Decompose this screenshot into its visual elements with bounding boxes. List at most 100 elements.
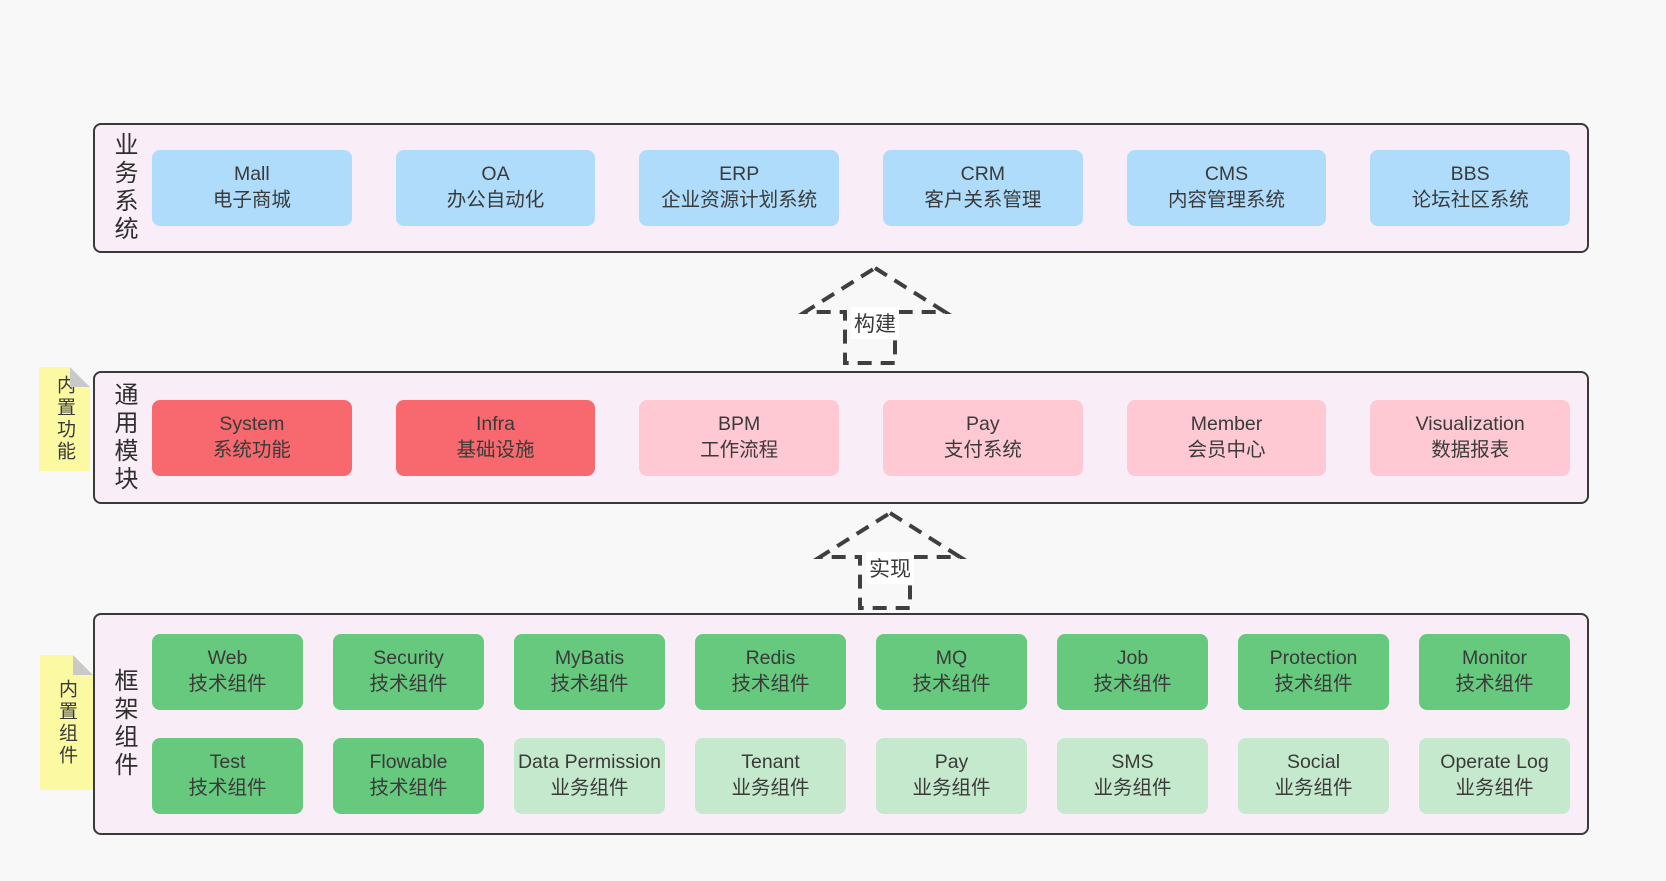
component-box: Tenant 业务组件 bbox=[695, 738, 846, 814]
note-fold-icon bbox=[73, 655, 93, 675]
box-name: BBS bbox=[1450, 163, 1490, 186]
component-box: MyBatis 技术组件 bbox=[514, 634, 665, 710]
box-name: Data Permission bbox=[517, 751, 662, 774]
business-systems-row: Mall 电子商城 OA 办公自动化 ERP 企业资源计划系统 CRM 客户关系… bbox=[152, 125, 1587, 251]
box-desc: 业务组件 bbox=[1274, 777, 1353, 799]
up-arrow-icon bbox=[798, 265, 952, 365]
build-arrow: 构建 bbox=[795, 263, 955, 367]
box-name: Social bbox=[1286, 751, 1341, 774]
component-box: Redis 技术组件 bbox=[695, 634, 846, 710]
component-box: MQ 技术组件 bbox=[876, 634, 1027, 710]
box-desc: 论坛社区系统 bbox=[1411, 189, 1529, 211]
sticky-note-builtin-features: 内置功能 bbox=[39, 367, 90, 471]
box-desc: 办公自动化 bbox=[446, 189, 545, 211]
implement-arrow: 实现 bbox=[810, 508, 970, 612]
box-desc: 数据报表 bbox=[1431, 438, 1510, 461]
component-box: Monitor 技术组件 bbox=[1419, 634, 1570, 710]
box-name: CMS bbox=[1204, 163, 1249, 186]
box-name: Monitor bbox=[1461, 647, 1528, 670]
note-label: 内置组件 bbox=[56, 678, 77, 767]
module-box: Member 会员中心 bbox=[1126, 399, 1327, 476]
implement-arrow-label: 实现 bbox=[866, 552, 914, 584]
framework-row-1: Web 技术组件 Security 技术组件 MyBatis 技术组件 bbox=[152, 634, 1570, 710]
component-box: Protection 技术组件 bbox=[1238, 634, 1389, 710]
common-modules-row: System 系统功能 Infra 基础设施 BPM 工作流程 Pay 支付系统 bbox=[152, 373, 1587, 502]
panel-label-modules: 通用模块 bbox=[110, 381, 137, 494]
box-desc: 技术组件 bbox=[188, 673, 267, 695]
note-fold-icon bbox=[70, 367, 90, 387]
system-box: CRM 客户关系管理 bbox=[883, 150, 1083, 226]
box-name: Pay bbox=[934, 751, 969, 774]
panel-label-framework: 框架组件 bbox=[110, 668, 137, 780]
system-box: CMS 内容管理系统 bbox=[1126, 150, 1327, 226]
box-desc: 技术组件 bbox=[550, 673, 629, 695]
box-name: Redis bbox=[745, 647, 796, 670]
note-label: 内置功能 bbox=[54, 375, 75, 463]
box-desc: 系统功能 bbox=[212, 438, 291, 461]
box-name: MQ bbox=[935, 647, 968, 670]
sticky-note-builtin-components: 内置组件 bbox=[40, 655, 93, 790]
box-desc: 工作流程 bbox=[700, 438, 779, 461]
box-name: CRM bbox=[960, 163, 1006, 186]
panel-label-business: 业务系统 bbox=[110, 132, 137, 244]
box-name: Web bbox=[207, 647, 248, 670]
box-desc: 技术组件 bbox=[369, 777, 448, 799]
system-box: BBS 论坛社区系统 bbox=[1370, 150, 1571, 226]
system-box: Mall 电子商城 bbox=[152, 150, 352, 226]
box-desc: 业务组件 bbox=[731, 777, 810, 799]
box-name: Tenant bbox=[741, 751, 800, 774]
component-box: Operate Log 业务组件 bbox=[1419, 738, 1570, 814]
component-box: SMS 业务组件 bbox=[1057, 738, 1208, 814]
framework-components-panel: 框架组件 Web 技术组件 Security 技术组件 MyBatis bbox=[93, 613, 1589, 835]
box-desc: 业务组件 bbox=[1455, 777, 1534, 799]
box-name: Operate Log bbox=[1440, 751, 1549, 774]
box-desc: 支付系统 bbox=[943, 438, 1022, 461]
box-desc: 技术组件 bbox=[1093, 673, 1172, 695]
box-name: BPM bbox=[718, 412, 761, 435]
component-box: Test 技术组件 bbox=[152, 738, 303, 814]
box-name: Flowable bbox=[369, 751, 448, 774]
system-box: ERP 企业资源计划系统 bbox=[639, 150, 840, 226]
box-desc: 电子商城 bbox=[212, 189, 291, 211]
business-systems-panel: 业务系统 Mall 电子商城 OA 办公自动化 ERP 企业资源计划系统 bbox=[93, 123, 1589, 253]
box-desc: 技术组件 bbox=[369, 673, 448, 695]
component-box: Social 业务组件 bbox=[1238, 738, 1389, 814]
box-desc: 业务组件 bbox=[912, 777, 991, 799]
box-desc: 业务组件 bbox=[1093, 777, 1172, 799]
box-desc: 技术组件 bbox=[188, 777, 267, 799]
up-arrow-icon bbox=[813, 510, 967, 610]
box-name: SMS bbox=[1111, 751, 1154, 774]
box-desc: 企业资源计划系统 bbox=[661, 189, 818, 211]
box-name: Visualization bbox=[1415, 412, 1525, 435]
box-desc: 技术组件 bbox=[912, 673, 991, 695]
build-arrow-label: 构建 bbox=[851, 307, 899, 339]
framework-row-2: Test 技术组件 Flowable 技术组件 Data Permission … bbox=[152, 738, 1570, 814]
box-desc: 客户关系管理 bbox=[924, 189, 1042, 211]
box-name: ERP bbox=[719, 163, 760, 186]
box-desc: 基础设施 bbox=[456, 438, 535, 461]
box-desc: 内容管理系统 bbox=[1168, 189, 1286, 211]
box-name: Security bbox=[373, 647, 444, 670]
box-name: Test bbox=[209, 751, 246, 774]
box-name: MyBatis bbox=[554, 647, 625, 670]
box-name: Job bbox=[1116, 647, 1149, 670]
common-modules-panel: 通用模块 System 系统功能 Infra 基础设施 BPM 工作流程 bbox=[93, 371, 1589, 504]
box-desc: 技术组件 bbox=[731, 673, 810, 695]
module-box: System 系统功能 bbox=[152, 399, 352, 476]
box-name: Mall bbox=[233, 163, 270, 186]
box-desc: 技术组件 bbox=[1274, 673, 1353, 695]
box-desc: 会员中心 bbox=[1187, 438, 1266, 461]
box-desc: 技术组件 bbox=[1455, 673, 1534, 695]
component-box: Data Permission 业务组件 bbox=[514, 738, 665, 814]
box-name: OA bbox=[481, 163, 510, 186]
box-name: System bbox=[219, 412, 285, 435]
module-box: Pay 支付系统 bbox=[883, 399, 1083, 476]
module-box: BPM 工作流程 bbox=[639, 399, 840, 476]
box-name: Member bbox=[1190, 412, 1263, 435]
system-box: OA 办公自动化 bbox=[395, 150, 596, 226]
box-name: Infra bbox=[475, 412, 516, 435]
framework-rows: Web 技术组件 Security 技术组件 MyBatis 技术组件 bbox=[152, 615, 1587, 833]
box-name: Pay bbox=[966, 412, 1000, 435]
component-box: Security 技术组件 bbox=[333, 634, 484, 710]
